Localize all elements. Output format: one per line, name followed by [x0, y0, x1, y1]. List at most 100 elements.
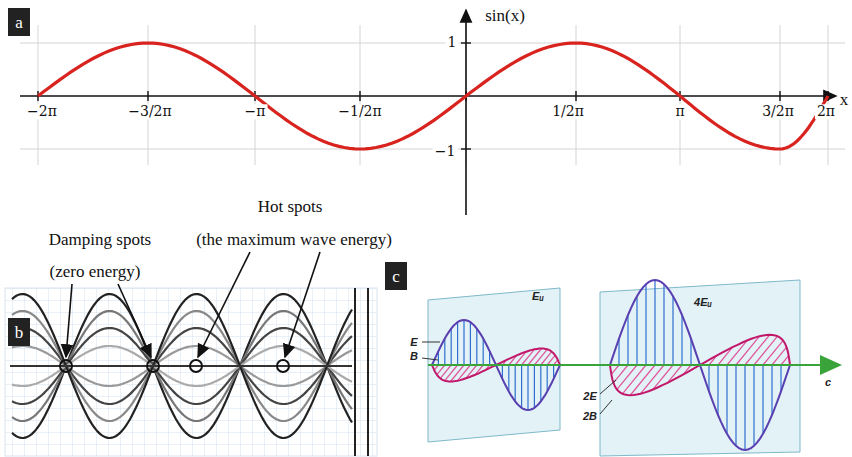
b-field-vector	[667, 365, 682, 383]
grid-line	[148, 25, 149, 165]
tick	[461, 148, 471, 149]
sine-curve	[38, 43, 828, 149]
grid-line	[828, 25, 829, 165]
spot-circle	[277, 360, 289, 372]
e-field-vector	[627, 315, 628, 365]
axis-label: x	[840, 91, 849, 110]
b-field-vector	[437, 365, 445, 375]
field-label: E	[410, 336, 417, 348]
e-field-vector	[521, 365, 522, 408]
e-field-vector	[735, 365, 736, 446]
tick	[779, 91, 780, 101]
b-field-vector	[534, 349, 547, 365]
leader-line	[422, 358, 438, 360]
panel-letter: b	[15, 324, 24, 341]
standing-wave-sketch	[5, 252, 377, 456]
e-field-vector	[547, 365, 548, 391]
tick-label: 1/2π	[550, 104, 586, 119]
wall	[354, 288, 356, 456]
wave-plane	[600, 280, 800, 456]
e-field-vector	[470, 322, 471, 365]
rest-line	[10, 365, 352, 367]
field-label: 4Eᵤ	[694, 296, 712, 308]
panel-letter: a	[15, 14, 23, 31]
e-field-vector	[654, 280, 655, 365]
spot-circle	[147, 360, 159, 372]
em-wave-illustration	[422, 280, 838, 456]
tick-label: 2π	[815, 104, 837, 119]
field-label: B	[410, 350, 418, 362]
e-field-vector	[515, 365, 516, 401]
b-field-vector	[541, 352, 552, 365]
spot-circle	[60, 360, 72, 372]
e-field-vector	[457, 322, 458, 365]
leader-line	[118, 284, 151, 357]
tick-label: −2π	[25, 104, 59, 119]
b-field-vector	[718, 347, 733, 365]
axis-label: sin(x)	[485, 7, 525, 26]
grid-line	[780, 25, 781, 165]
y-axis	[465, 10, 467, 215]
e-field-vector	[663, 284, 664, 365]
e-field-vector	[534, 365, 535, 408]
panel-letter-box: a	[8, 8, 30, 36]
b-field-vector	[772, 347, 787, 365]
e-field-vector	[672, 296, 673, 365]
panel-letter-box: b	[8, 318, 30, 346]
grid-line	[576, 25, 577, 165]
annotation: (zero energy)	[50, 263, 141, 282]
tick	[359, 91, 360, 101]
grid-line	[360, 25, 361, 165]
e-field-vector	[645, 284, 646, 365]
leader-line	[600, 400, 612, 414]
e-field-vector	[771, 365, 772, 415]
e-field-vector	[508, 365, 509, 391]
e-field-vector	[476, 329, 477, 365]
tick-label: 1	[446, 35, 459, 50]
x-axis	[20, 95, 836, 97]
tick-label: −π	[243, 104, 268, 119]
leader-line	[285, 252, 320, 357]
annotation: Damping spots	[49, 231, 151, 250]
tick	[147, 91, 148, 101]
e-field-vector	[717, 365, 718, 415]
e-field-vector	[483, 339, 484, 365]
leader-line	[198, 252, 250, 357]
tick-label: −1/2π	[336, 104, 383, 119]
e-field-vector	[540, 365, 541, 401]
b-field-vector	[440, 365, 451, 378]
leader-line	[422, 342, 440, 343]
b-field-vector	[617, 365, 637, 389]
panel-letter-box: c	[385, 262, 407, 290]
tick-label: 3/2π	[760, 104, 796, 119]
leader-line	[600, 380, 616, 394]
field-label: 2B	[583, 410, 597, 422]
tick	[575, 91, 576, 101]
e-field-vector	[681, 315, 682, 365]
wall	[367, 288, 369, 456]
propagation-axis	[428, 364, 838, 366]
e-field-vector	[463, 320, 464, 365]
spot-circle	[190, 360, 202, 372]
leader-line	[66, 284, 72, 357]
e-field-vector	[527, 365, 528, 410]
annotation: Hot spots	[258, 198, 323, 217]
e-field-vector	[444, 339, 445, 365]
b-field-vector	[445, 365, 458, 381]
tick-label: −1	[433, 144, 458, 159]
field-label: 2E	[583, 390, 596, 402]
e-field-vector	[744, 365, 745, 450]
tick	[461, 42, 471, 43]
field-label: Eᵤ	[532, 290, 544, 302]
tick-label: −3/2π	[126, 104, 173, 119]
e-field-vector	[753, 365, 754, 446]
panel-letter: c	[392, 268, 400, 285]
e-field-vector	[451, 329, 452, 365]
tick-label: π	[673, 104, 686, 119]
b-field-vector	[611, 365, 619, 374]
b-field-vector	[781, 356, 789, 365]
e-field-vector	[726, 365, 727, 434]
sine-plot	[20, 10, 845, 215]
e-field-vector	[636, 296, 637, 365]
